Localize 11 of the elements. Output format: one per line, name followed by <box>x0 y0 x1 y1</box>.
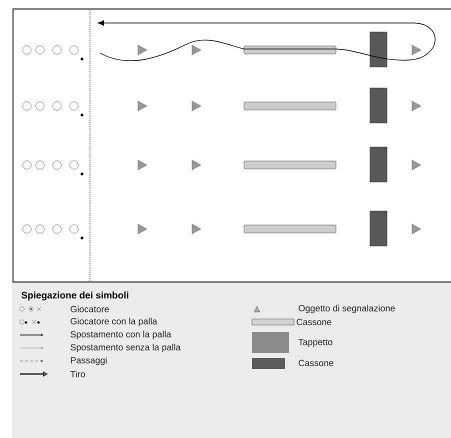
legend-text: Spostamento con la palla <box>70 330 172 340</box>
legend-title: Spiegazione dei simboli <box>21 292 128 300</box>
legend-text: Cassone <box>298 360 334 366</box>
legend-text: Spostamento senza la palla <box>70 344 181 352</box>
legend-text: Giocatore <box>70 306 109 312</box>
legend-text: Oggetto di segnalazione <box>298 304 395 314</box>
legend-text: Passaggi <box>70 356 107 366</box>
legend-text: Tappetto <box>298 338 332 348</box>
legend-text: Cassone <box>296 318 332 326</box>
legend-text: Giocatore con la palla <box>70 318 158 326</box>
legend-text: Tiro <box>70 370 85 378</box>
